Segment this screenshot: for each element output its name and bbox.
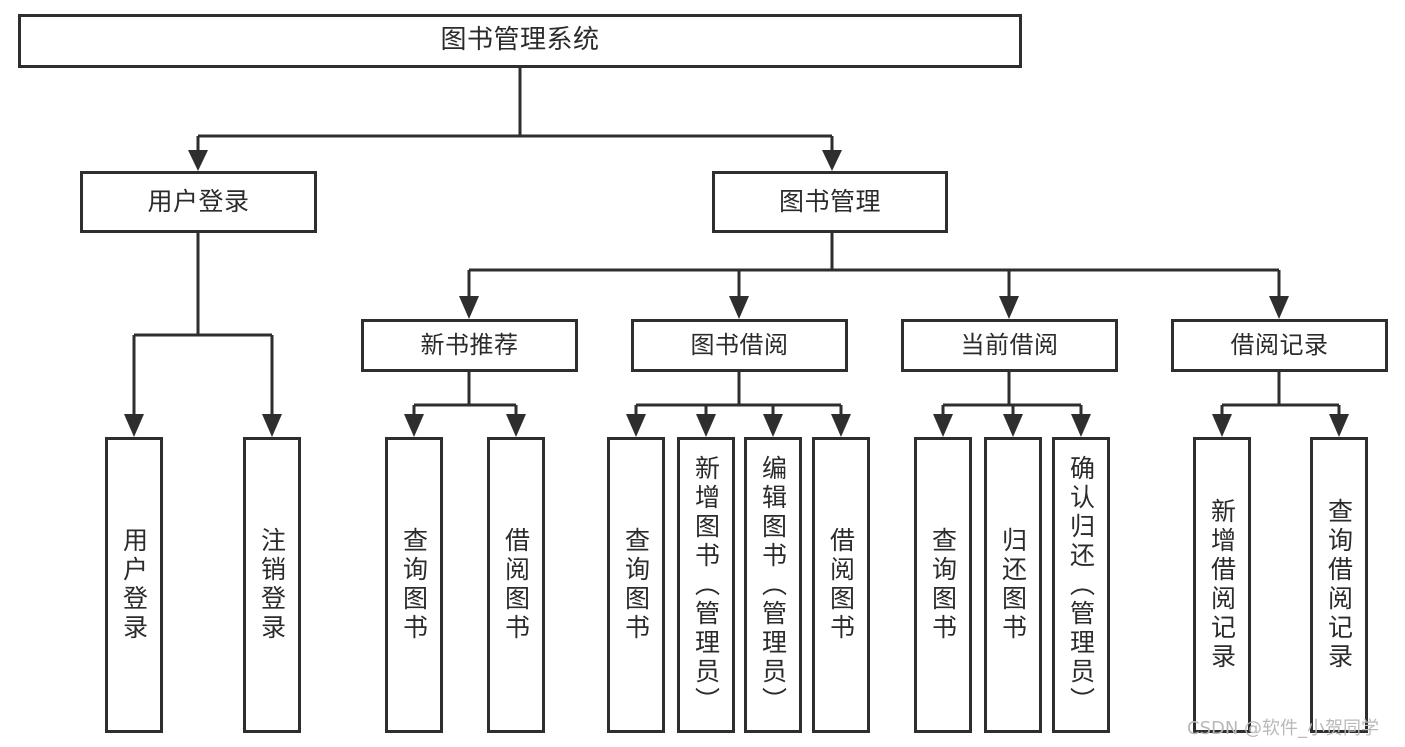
leaf-book-borrow-query-book[interactable]: 查询图书 [607, 437, 665, 733]
leaf-book-borrow-add-book-admin[interactable]: 新增图书（管理员） [677, 437, 735, 733]
arrow-head-bb-leaf-4 [831, 414, 851, 437]
node-label: 借阅记录 [1230, 330, 1329, 359]
node-label: 注销登录 [257, 527, 287, 643]
arrow-head-leaf-logout [262, 414, 282, 437]
node-label: 编辑图书（管理员） [758, 454, 788, 716]
node-label: 图书借阅 [690, 330, 789, 359]
leaf-user-login-signout[interactable]: 注销登录 [243, 437, 301, 733]
node-root-book-management-system[interactable]: 图书管理系统 [18, 14, 1022, 68]
node-label: 用户登录 [147, 186, 250, 216]
node-label: 新增借阅记录 [1207, 498, 1237, 672]
arrow-head-new-book [459, 296, 479, 319]
node-label: 当前借阅 [960, 330, 1059, 359]
arrow-head-cb-leaf-3 [1071, 414, 1091, 437]
leaf-new-book-borrow-book[interactable]: 借阅图书 [487, 437, 545, 733]
node-label: 查询图书 [621, 527, 651, 643]
leaf-book-borrow-edit-book-admin[interactable]: 编辑图书（管理员） [744, 437, 802, 733]
node-label: 新书推荐 [420, 330, 519, 359]
node-label: 归还图书 [998, 527, 1028, 643]
node-label: 查询图书 [928, 527, 958, 643]
leaf-current-borrow-query-book[interactable]: 查询图书 [914, 437, 972, 733]
leaf-book-borrow-borrow-book[interactable]: 借阅图书 [812, 437, 870, 733]
arrow-head-br-leaf-2 [1329, 414, 1349, 437]
node-label: 确认归还（管理员） [1066, 454, 1096, 716]
node-borrow-record[interactable]: 借阅记录 [1171, 319, 1388, 372]
node-label: 图书管理 [778, 186, 881, 216]
arrow-head-borrow-record [1269, 296, 1289, 319]
arrow-head-user-login [188, 150, 208, 171]
node-book-borrow[interactable]: 图书借阅 [631, 319, 848, 372]
arrow-head-bb-leaf-3 [763, 414, 783, 437]
arrow-head-nb-leaf-2 [506, 414, 526, 437]
node-current-borrow[interactable]: 当前借阅 [901, 319, 1118, 372]
node-book-management[interactable]: 图书管理 [712, 171, 948, 233]
leaf-user-login-signin[interactable]: 用户登录 [105, 437, 163, 733]
leaf-current-borrow-return-book[interactable]: 归还图书 [984, 437, 1042, 733]
arrow-head-cb-leaf-2 [1003, 414, 1023, 437]
node-user-login[interactable]: 用户登录 [80, 171, 317, 233]
node-new-book-recommend[interactable]: 新书推荐 [361, 319, 578, 372]
arrow-head-br-leaf-1 [1212, 414, 1232, 437]
arrow-head-current-borrow [999, 296, 1019, 319]
arrow-head-leaf-user-login [124, 414, 144, 437]
leaf-borrow-record-add-record[interactable]: 新增借阅记录 [1193, 437, 1251, 733]
arrow-head-nb-leaf-1 [404, 414, 424, 437]
arrow-head-bb-leaf-1 [626, 414, 646, 437]
node-label: 查询借阅记录 [1324, 498, 1354, 672]
leaf-borrow-record-query-record[interactable]: 查询借阅记录 [1310, 437, 1368, 733]
node-label: 借阅图书 [826, 527, 856, 643]
arrow-head-bb-leaf-2 [696, 414, 716, 437]
arrow-head-cb-leaf-1 [933, 414, 953, 437]
node-label: 图书管理系统 [440, 25, 600, 56]
node-label: 用户登录 [119, 527, 149, 643]
arrow-head-book-mgmt [822, 150, 842, 171]
leaf-current-borrow-confirm-return-admin[interactable]: 确认归还（管理员） [1052, 437, 1110, 733]
node-label: 借阅图书 [501, 527, 531, 643]
node-label: 查询图书 [399, 527, 429, 643]
arrow-head-book-borrow [729, 296, 749, 319]
node-label: 新增图书（管理员） [691, 454, 721, 716]
leaf-new-book-query-book[interactable]: 查询图书 [385, 437, 443, 733]
